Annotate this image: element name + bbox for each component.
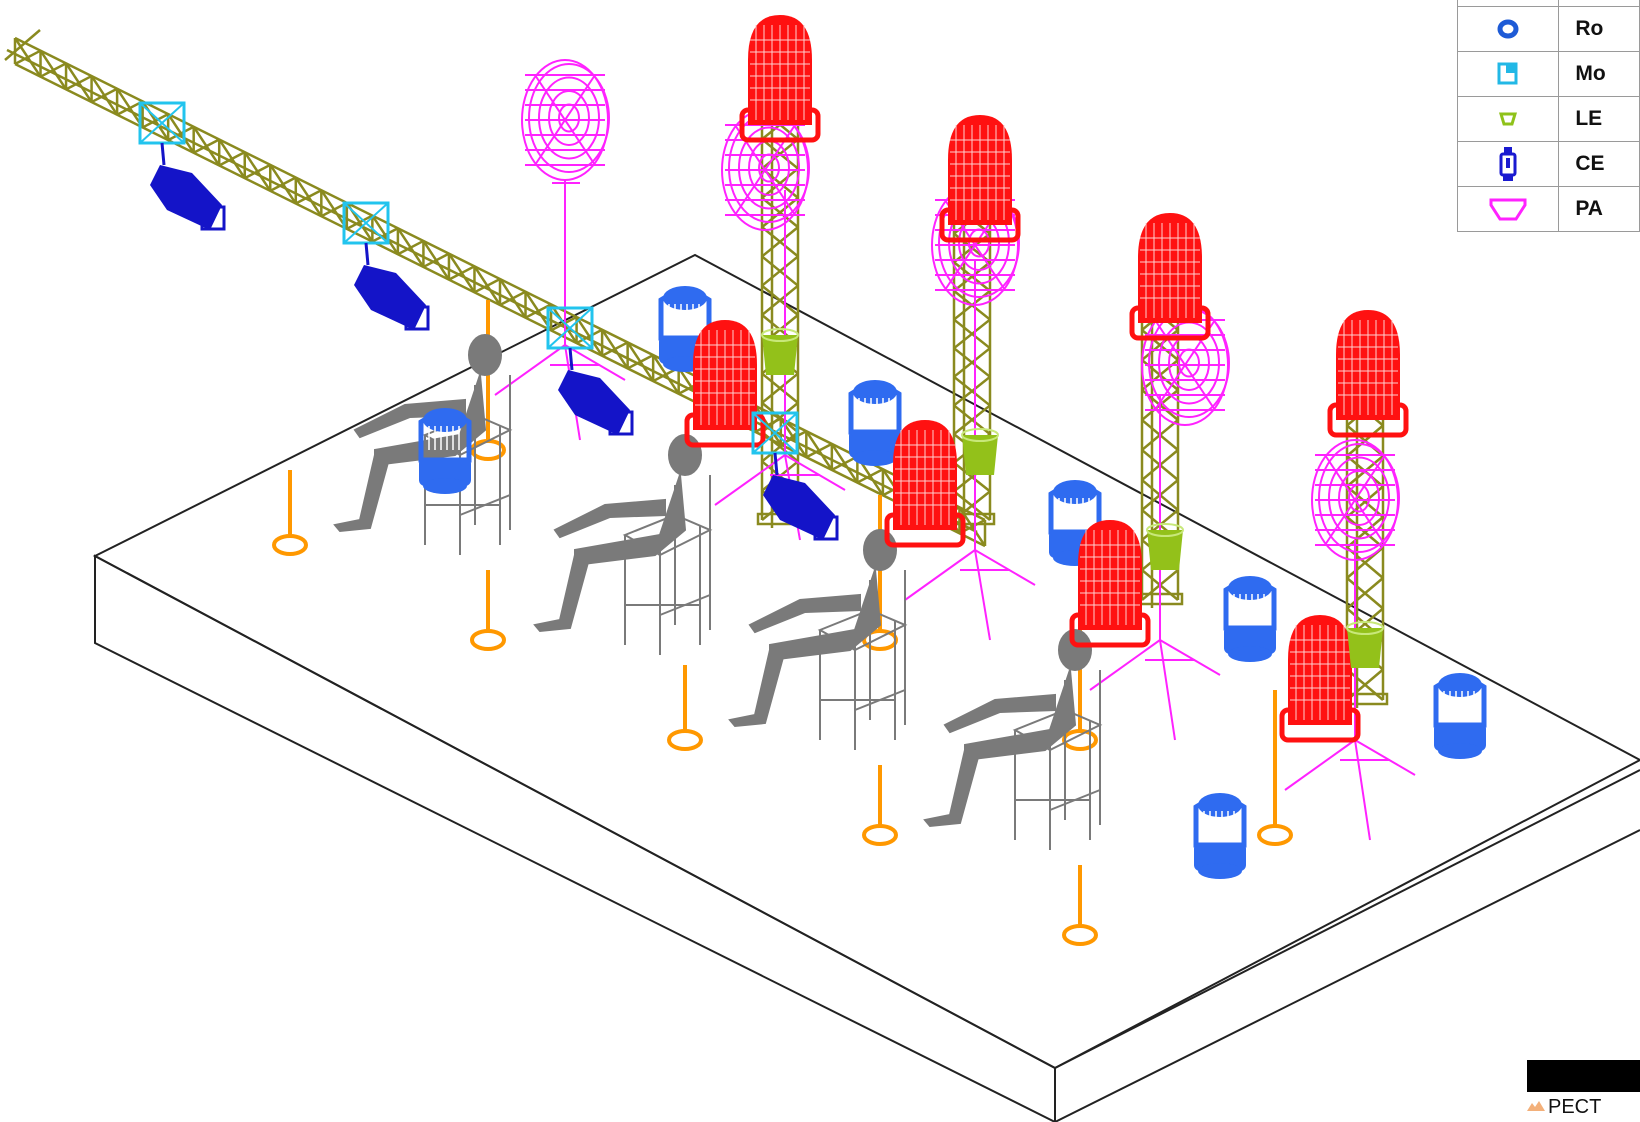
chair-figure — [533, 434, 713, 655]
truss-spot — [138, 101, 226, 231]
legend-row: CE — [1456, 141, 1640, 187]
legend-row: Ro — [1456, 6, 1640, 52]
legend-label: LE — [1558, 96, 1640, 142]
red-moving-head — [1279, 615, 1361, 743]
footer-bar — [1527, 1060, 1640, 1092]
led-can — [1346, 621, 1384, 668]
legend-label: Ro — [1558, 6, 1640, 52]
legend-label: PA — [1558, 186, 1640, 232]
blue-moving-head — [1193, 793, 1247, 879]
logo-icon — [1527, 1101, 1545, 1111]
legend-row: PA — [1456, 186, 1640, 232]
legend-label: CE — [1558, 141, 1640, 187]
led-can — [1146, 523, 1184, 570]
truss-spot — [342, 201, 430, 331]
red-moving-head — [884, 420, 966, 548]
led-icon — [1499, 112, 1518, 126]
legend-row: Mo — [1456, 51, 1640, 97]
legend-table: Ro Mo LE CE PA — [1456, 0, 1640, 232]
legend-label: Mo — [1558, 51, 1640, 97]
par-globe — [721, 109, 810, 231]
led-can — [961, 428, 999, 475]
chair-figure — [923, 629, 1103, 850]
red-moving-head — [684, 320, 766, 448]
led-cans — [761, 328, 1384, 668]
truss-spots — [138, 101, 839, 541]
truss-spot — [546, 306, 634, 436]
par-globe — [521, 59, 610, 181]
par-icon — [1489, 198, 1527, 221]
led-can — [761, 328, 799, 375]
chair-figure — [728, 529, 908, 750]
rotating-head-icon — [1497, 19, 1519, 39]
blue-moving-head — [848, 380, 902, 466]
chair-figure — [333, 334, 513, 555]
par-globes — [521, 59, 1400, 561]
legend-row: LE — [1456, 96, 1640, 142]
blue-moving-head — [1223, 576, 1277, 662]
ceiling-spot-icon — [1499, 147, 1517, 181]
truss-spot — [751, 411, 839, 541]
blue-moving-head — [658, 286, 712, 372]
red-moving-head — [739, 15, 821, 143]
module-icon — [1497, 62, 1518, 85]
moving-heads — [418, 286, 1487, 879]
blue-moving-head — [1433, 673, 1487, 759]
red-moving-head — [939, 115, 1021, 243]
red-moving-head — [1129, 213, 1211, 341]
par-globe — [1311, 439, 1400, 561]
blue-moving-head — [418, 408, 472, 494]
footer-text: PECT — [1548, 1096, 1602, 1118]
overhead-truss — [4, 29, 987, 548]
red-moving-head — [1069, 520, 1151, 648]
red-moving-heads — [684, 15, 1409, 743]
red-moving-head — [1327, 310, 1409, 438]
